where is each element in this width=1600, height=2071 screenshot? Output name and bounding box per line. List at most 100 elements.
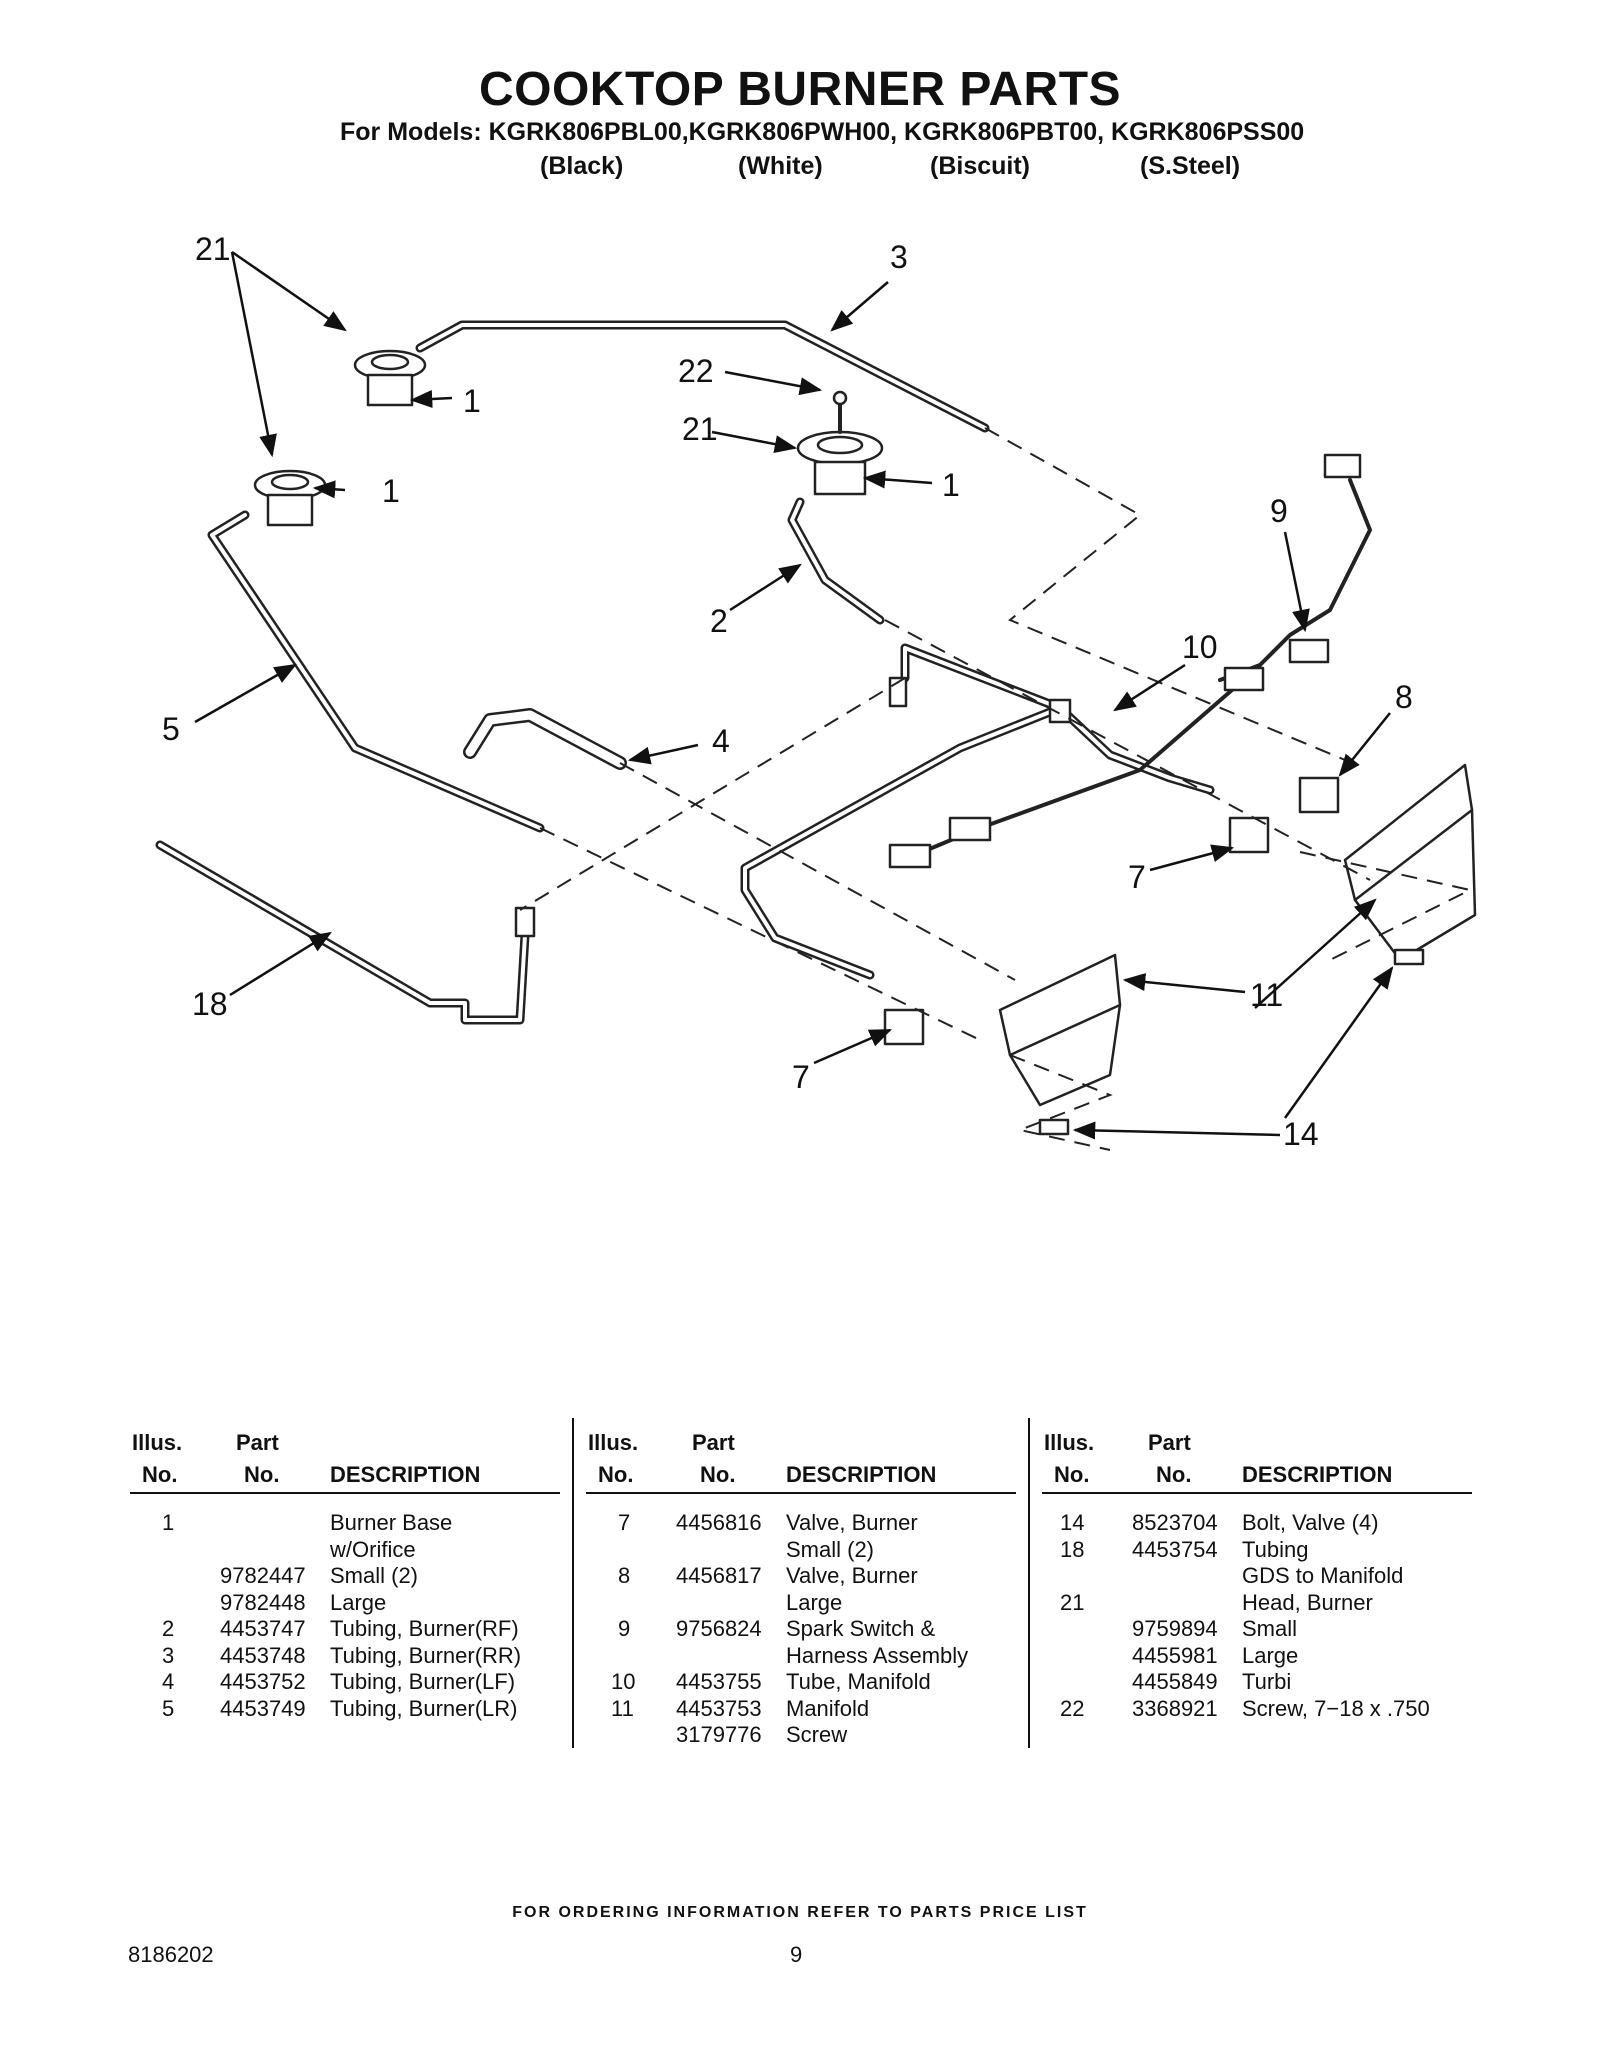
tube-lr — [207, 510, 545, 833]
table-cell: 4456816 — [676, 1510, 762, 1535]
table-cell: Screw — [786, 1722, 848, 1747]
color-ssteel: (S.Steel) — [1140, 152, 1241, 180]
callout-1-top: 1 — [463, 383, 481, 419]
table-cell: 1 — [162, 1510, 175, 1535]
hdr-part-no: No. — [1156, 1462, 1192, 1487]
table-cell: 3179776 — [676, 1722, 762, 1747]
bolt-left — [1038, 1118, 1070, 1136]
table-cell: 9 — [618, 1616, 631, 1641]
ordering-note: FOR ORDERING INFORMATION REFER TO PARTS … — [512, 1904, 1088, 1921]
table-cell: 11 — [611, 1695, 634, 1721]
valve-small-lower — [883, 1008, 925, 1046]
callout-14: 14 — [1283, 1116, 1319, 1152]
tube-manifold — [740, 643, 1215, 980]
assembly-lines — [519, 427, 1473, 1151]
bolt-right — [1393, 948, 1425, 966]
color-biscuit: (Biscuit) — [930, 152, 1030, 180]
table-cell: 18 — [1060, 1536, 1085, 1562]
manifold-bracket-right — [1343, 763, 1477, 962]
burner-head-left-front — [253, 469, 327, 527]
callout-1-left: 1 — [382, 473, 400, 509]
burner-head-right — [796, 390, 884, 496]
table-cell: 4453747 — [220, 1616, 306, 1641]
table-cell: 7 — [618, 1510, 631, 1535]
table-cell: Tubing, Burner(LF) — [330, 1669, 516, 1694]
table-cell: 9782448 — [220, 1589, 306, 1615]
tube-lf — [463, 708, 627, 770]
callout-4: 4 — [712, 723, 730, 759]
valve-large — [1298, 776, 1340, 814]
callout-10: 10 — [1182, 629, 1218, 665]
table-cell: Large — [786, 1589, 843, 1615]
table-cell: 4453755 — [676, 1669, 762, 1694]
table-cell: Tubing, Burner(RR) — [330, 1642, 522, 1668]
table-cell: 4453749 — [220, 1695, 306, 1721]
table-cell: Turbi — [1242, 1669, 1292, 1694]
table-cell: 21 — [1060, 1589, 1085, 1615]
table-cell: 14 — [1060, 1510, 1085, 1535]
table-cell: 10 — [611, 1669, 636, 1694]
callout-5: 5 — [162, 711, 180, 747]
page-title: COOKTOP BURNER PARTS — [478, 63, 1122, 116]
table-cell: Screw, 7−18 x .750 — [1242, 1695, 1430, 1721]
callout-21-top: 21 — [195, 231, 231, 267]
hdr-illus-no: No. — [142, 1462, 178, 1487]
hdr-part-no: No. — [244, 1462, 280, 1487]
table-cell: 5 — [162, 1695, 175, 1721]
table-cell: Tubing, Burner(RF) — [330, 1616, 519, 1641]
table-cell: 4455981 — [1132, 1642, 1218, 1668]
table-cell: Head, Burner — [1242, 1589, 1373, 1615]
valve-small-upper — [1228, 816, 1270, 854]
color-white: (White) — [738, 152, 823, 180]
page-number: 9 — [790, 1942, 803, 1967]
callout-21-right: 21 — [682, 411, 718, 447]
table-cell: 4453754 — [1132, 1536, 1218, 1562]
table-cell: Burner Base — [330, 1510, 453, 1535]
tube-gds — [155, 840, 536, 1025]
callout-22: 22 — [678, 353, 714, 389]
table-cell: Tubing, Burner(LR) — [330, 1695, 518, 1721]
table-cell: GDS to Manifold — [1242, 1563, 1404, 1588]
spark-harness — [888, 453, 1372, 869]
table-cell: Small — [1242, 1616, 1298, 1641]
color-black: (Black) — [540, 152, 624, 180]
burner-head-left-rear — [353, 349, 427, 407]
table-cell: Large — [1242, 1642, 1299, 1668]
hdr-part: Part — [1148, 1430, 1191, 1455]
table-cell: Small (2) — [330, 1563, 419, 1588]
hdr-illus: Illus. — [132, 1430, 183, 1455]
callout-8: 8 — [1395, 679, 1413, 715]
table-cell: Harness Assembly — [786, 1642, 969, 1668]
table-cell: Bolt, Valve (4) — [1242, 1510, 1379, 1535]
callout-18: 18 — [192, 986, 228, 1022]
table-cell: 9756824 — [676, 1616, 762, 1641]
table-cell: Small (2) — [786, 1536, 875, 1562]
table-cell: Valve, Burner — [786, 1510, 918, 1535]
callout-9: 9 — [1270, 493, 1288, 529]
table-cell: 8 — [618, 1563, 631, 1588]
table-cell: 4456817 — [676, 1563, 762, 1588]
table-cell: Valve, Burner — [786, 1563, 918, 1588]
table-cell: Tube, Manifold — [786, 1669, 931, 1694]
tube-rr — [415, 320, 990, 433]
table-cell: 22 — [1060, 1695, 1085, 1721]
table-cell: 9759894 — [1132, 1616, 1218, 1641]
table-divider — [572, 1418, 574, 1748]
table-cell: Large — [330, 1589, 387, 1615]
table-cell: 9782447 — [220, 1563, 306, 1588]
callout-7-lower: 7 — [792, 1059, 810, 1095]
hdr-description: DESCRIPTION — [786, 1462, 937, 1487]
callout-7-upper: 7 — [1128, 859, 1146, 895]
table-cell: 3 — [162, 1642, 175, 1668]
callout-11: 11 — [1250, 977, 1283, 1013]
leader-arrows — [194, 250, 1394, 1140]
table-cell: 4 — [162, 1669, 175, 1694]
table-cell: 8523704 — [1132, 1510, 1218, 1535]
hdr-description: DESCRIPTION — [330, 1462, 481, 1487]
hdr-illus: Illus. — [1044, 1430, 1095, 1455]
table-cell: 3368921 — [1132, 1695, 1218, 1721]
callout-3: 3 — [890, 239, 908, 275]
hdr-part: Part — [692, 1430, 735, 1455]
tube-rf — [787, 497, 885, 625]
callout-2: 2 — [710, 603, 728, 639]
